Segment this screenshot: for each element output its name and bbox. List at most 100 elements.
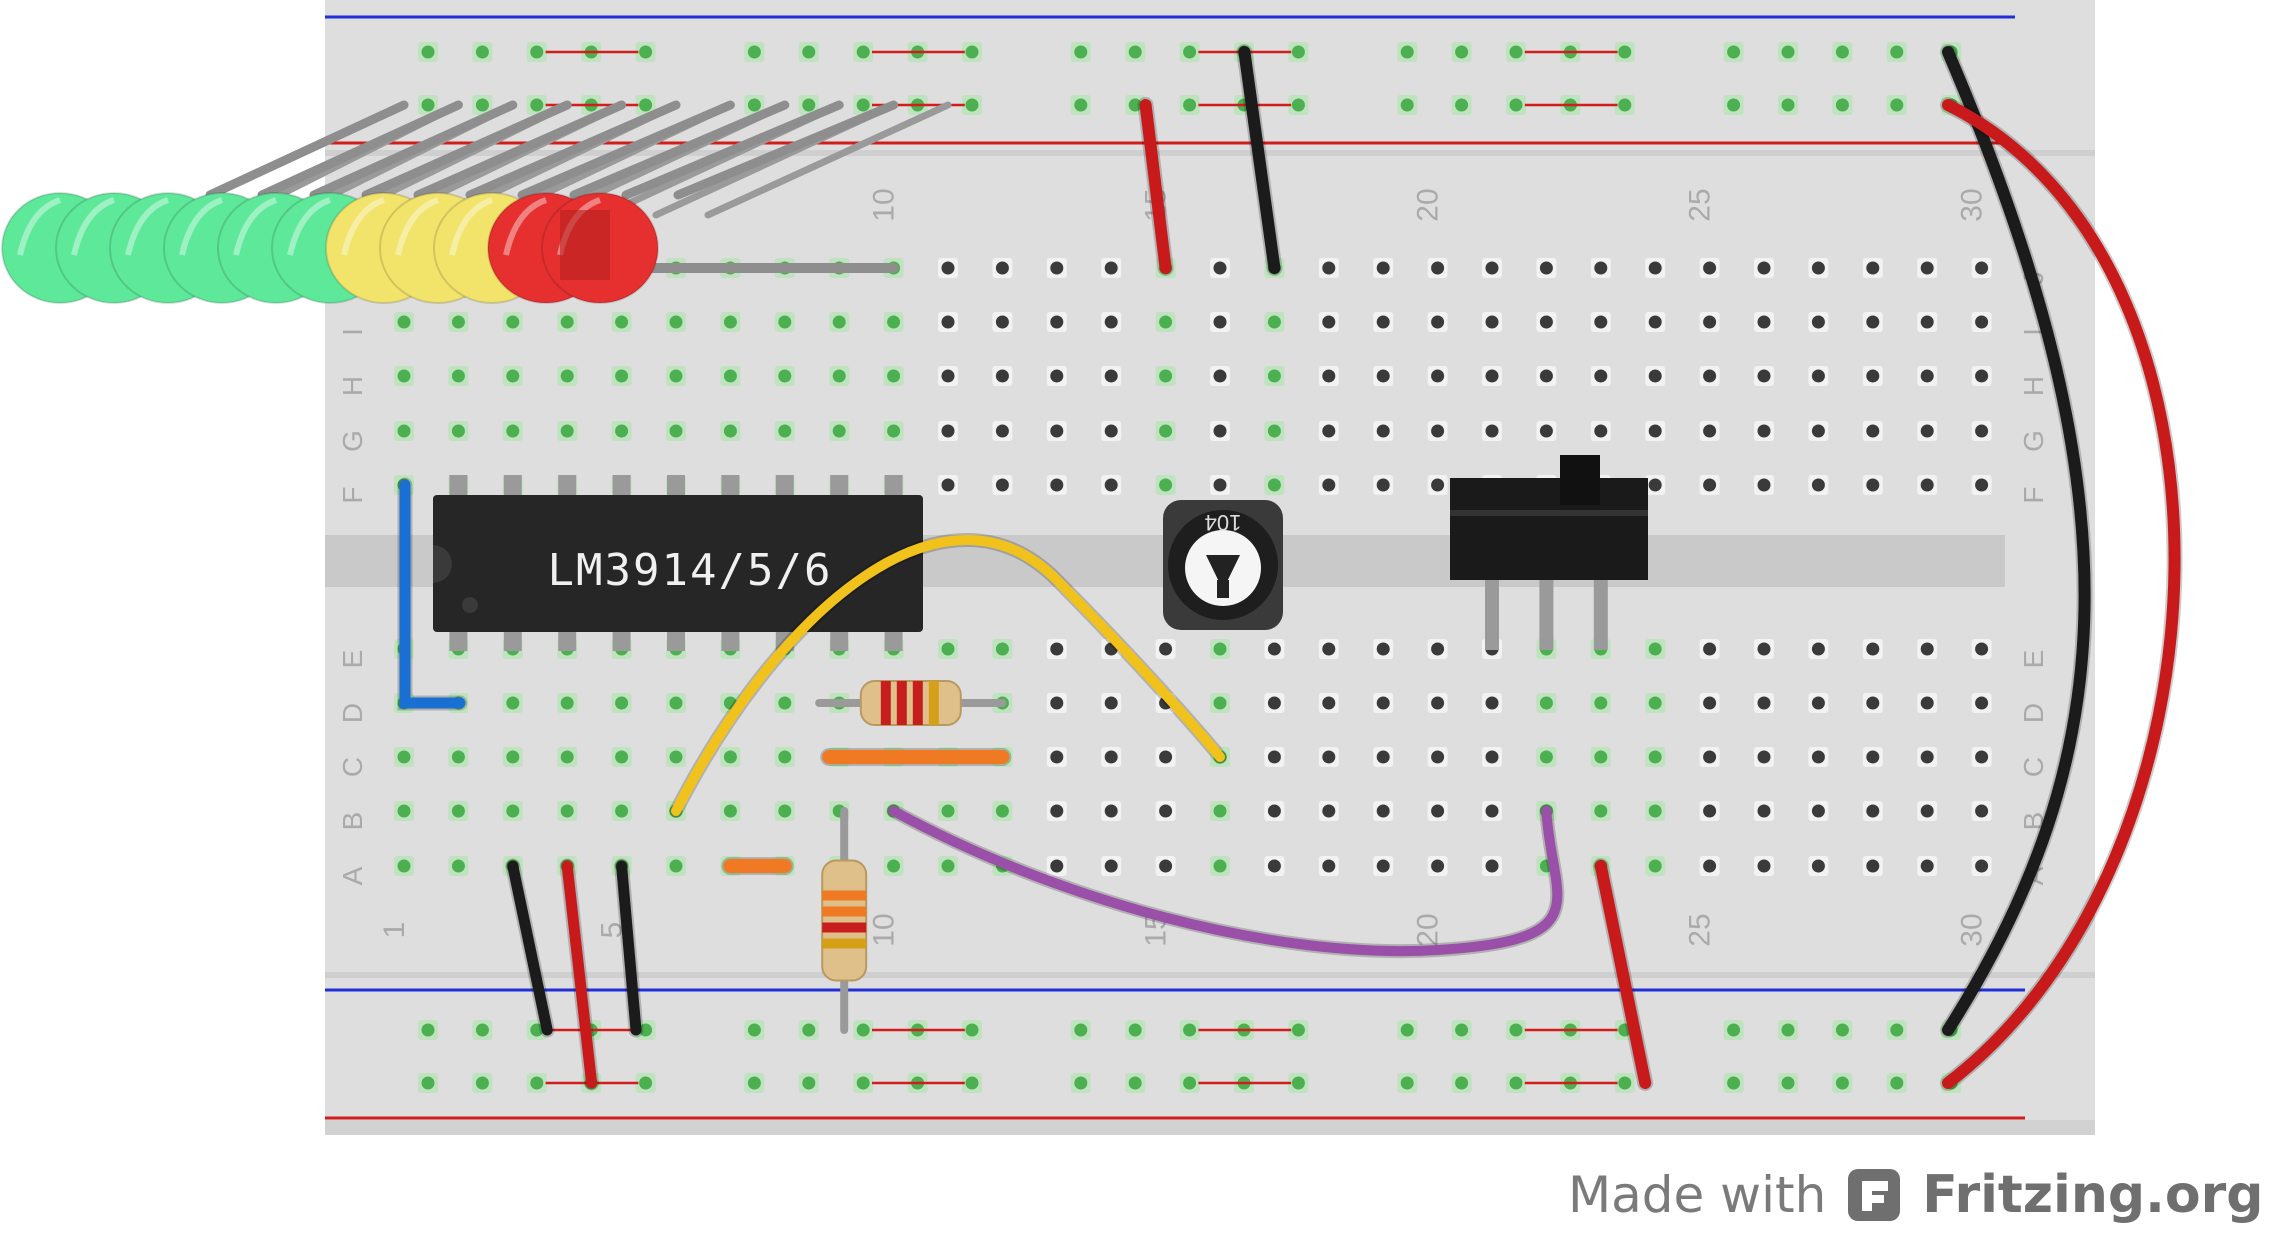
hole-pin [856, 1023, 870, 1037]
hole-pin [1291, 98, 1305, 112]
hole-pin [397, 750, 411, 764]
led-highlight [17, 197, 62, 256]
hole [1427, 366, 1448, 386]
hole-pin [723, 750, 737, 764]
hole-pin [1485, 696, 1499, 710]
hole [1917, 366, 1938, 386]
hole-pin [530, 45, 544, 59]
hole-pin [1975, 750, 1989, 764]
hole-used [1590, 747, 1611, 767]
hole-pin [1920, 315, 1934, 329]
hole-used [1590, 693, 1611, 713]
hole [1155, 801, 1176, 821]
hole-pin [856, 45, 870, 59]
hole-pin [421, 1076, 435, 1090]
hole-pin [1159, 424, 1173, 438]
made-with-text: Made with [1568, 1166, 1827, 1224]
hole-pin [1757, 261, 1771, 275]
wire-red-bottom-2 [1594, 860, 1652, 1089]
hole [1318, 639, 1339, 659]
hole-pin [639, 45, 653, 59]
led-highlight [395, 197, 440, 256]
row-letter: F [337, 486, 368, 503]
hole [1699, 639, 1720, 659]
hole-used [1723, 95, 1744, 115]
hole-pin [1074, 1023, 1088, 1037]
hole [1536, 366, 1557, 386]
hole-pin [451, 369, 465, 383]
hole-used [448, 421, 469, 441]
hole [1590, 258, 1611, 278]
hole-pin [1757, 315, 1771, 329]
hole-pin [1050, 369, 1064, 383]
hole [1971, 258, 1992, 278]
hole [1917, 475, 1938, 495]
hole-pin [1890, 1076, 1904, 1090]
hole-used [611, 366, 632, 386]
hole-used [853, 95, 874, 115]
hole-pin [1104, 261, 1118, 275]
hole-used [798, 95, 819, 115]
hole-pin [778, 424, 792, 438]
hole [1808, 801, 1829, 821]
hole-used [1832, 95, 1853, 115]
hole [1264, 639, 1285, 659]
hole-used [448, 747, 469, 767]
hole-pin [1811, 424, 1825, 438]
hole-pin [1431, 859, 1445, 873]
hole [1482, 366, 1502, 386]
hole-used [962, 1073, 982, 1093]
hole-pin [1594, 424, 1608, 438]
hole [1862, 856, 1883, 876]
hole [1427, 475, 1448, 495]
led-highlight [71, 197, 116, 256]
hole-used [557, 366, 578, 386]
hole-pin [1400, 1076, 1414, 1090]
hole-used [720, 312, 741, 332]
hole-used [502, 312, 523, 332]
hole [1318, 856, 1339, 876]
hole-used [798, 42, 819, 62]
hole-pin [1594, 804, 1608, 818]
hole-pin [1376, 804, 1390, 818]
hole [1862, 747, 1883, 767]
hole [1210, 366, 1230, 386]
hole-pin [1376, 696, 1390, 710]
hole-used [1506, 1020, 1526, 1040]
hole-pin [475, 1076, 489, 1090]
hole [1318, 475, 1339, 495]
hole-used [666, 693, 686, 713]
hole-pin [1866, 696, 1880, 710]
hole-pin [475, 98, 489, 112]
hole [1155, 856, 1176, 876]
resistor-band [896, 681, 907, 725]
hole [1862, 475, 1883, 495]
hole-pin [941, 859, 955, 873]
hole-used [394, 312, 414, 332]
hole-used [1645, 747, 1666, 767]
ic-dot [462, 597, 478, 613]
hole-pin [1455, 1076, 1469, 1090]
hole-pin [1703, 315, 1717, 329]
hole-used [1155, 421, 1176, 441]
hole-used [502, 366, 523, 386]
hole-used [883, 421, 904, 441]
hole-used [1451, 95, 1472, 115]
led-lead [517, 100, 735, 200]
hole-pin [1811, 750, 1825, 764]
hole-pin [1781, 1076, 1795, 1090]
hole [1971, 475, 1992, 495]
column-number: 10 [868, 913, 901, 946]
hole-used [1179, 1020, 1200, 1040]
hole-pin [1267, 642, 1281, 656]
hole-pin [1074, 98, 1088, 112]
hole-used [472, 42, 493, 62]
hole-pin [1104, 750, 1118, 764]
hole-pin [1648, 261, 1662, 275]
hole-pin [995, 424, 1009, 438]
wire-purple [888, 806, 1563, 957]
hole-pin [1703, 696, 1717, 710]
hole-used [472, 1073, 493, 1093]
hole-pin [451, 315, 465, 329]
hole [1754, 475, 1774, 495]
